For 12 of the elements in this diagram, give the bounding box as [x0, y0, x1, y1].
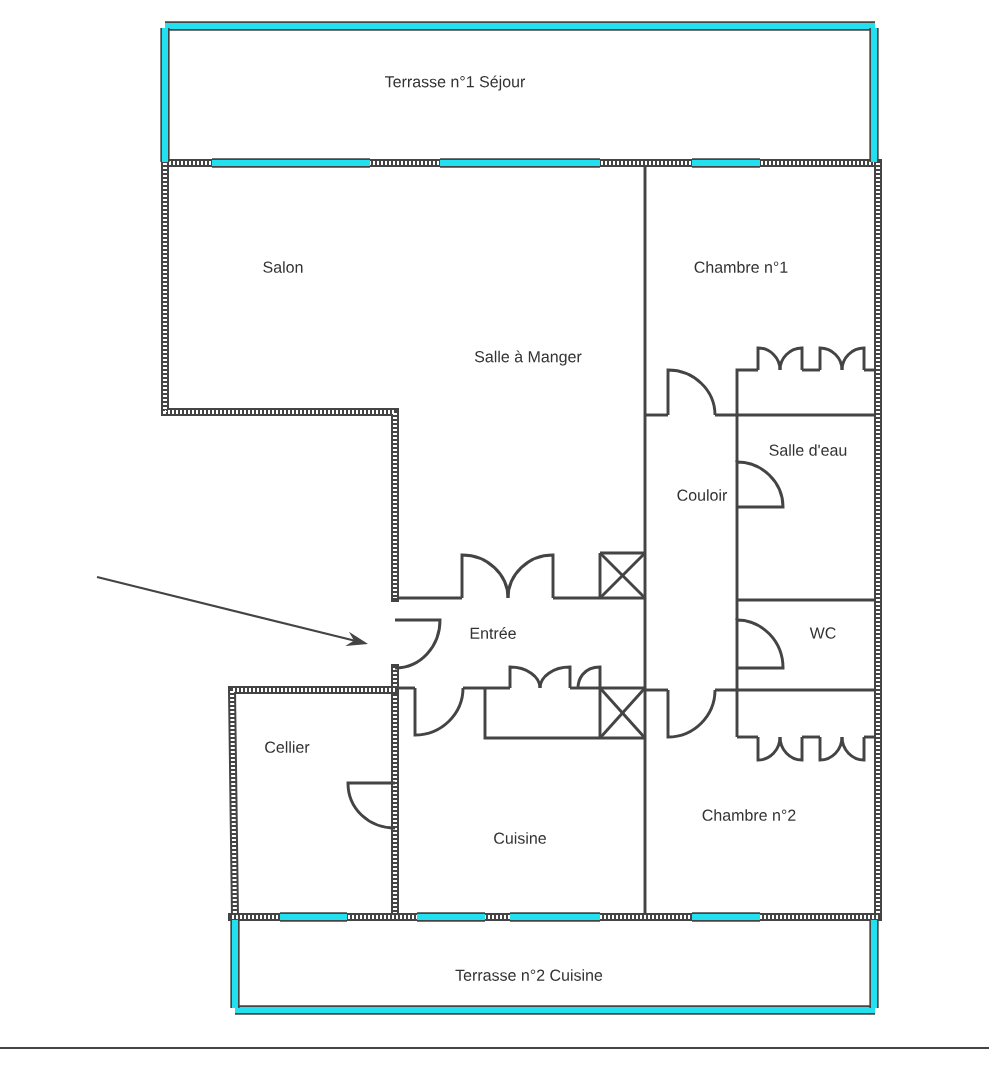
room-label: Salon — [263, 261, 303, 273]
room-label: Salle d'eau — [769, 444, 847, 456]
room-label: Terrasse n°2 Cuisine — [455, 969, 603, 981]
room-label: Couloir — [677, 489, 728, 501]
room-label: Entrée — [470, 627, 516, 639]
room-label: Cuisine — [494, 832, 546, 844]
room-label: Terrasse n°1 Séjour — [385, 75, 526, 91]
room-label: Salle à Manger — [474, 350, 582, 366]
room-label: Chambre n°1 — [694, 261, 788, 273]
room-label: WC — [809, 627, 836, 639]
room-label: Chambre n°2 — [702, 809, 796, 821]
room-label: Cellier — [265, 741, 310, 753]
